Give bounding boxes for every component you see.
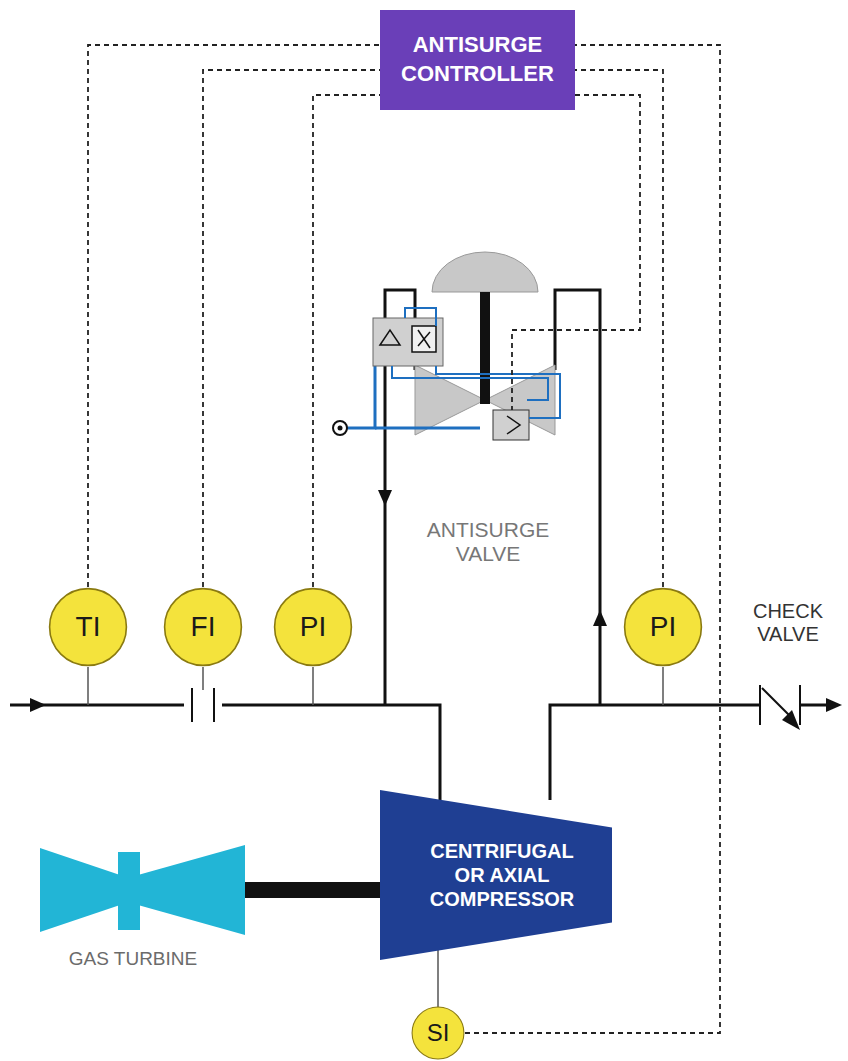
- instrument-bubble: TI: [48, 587, 128, 667]
- node-label: TI: [76, 611, 101, 643]
- instrument-bubble: PI: [623, 587, 703, 667]
- signal-line: [575, 70, 663, 587]
- node-label: ANTISURGE CONTROLLER: [380, 31, 575, 88]
- signal-line: [203, 70, 380, 587]
- node-label: FI: [191, 611, 216, 643]
- node-label: PI: [300, 611, 326, 643]
- orifice-plate: [184, 688, 222, 722]
- compressor-shape: CENTRIFUGAL OR AXIAL COMPRESSOR: [380, 790, 612, 960]
- flow-arrow: [593, 610, 607, 626]
- signal-line: [88, 45, 380, 587]
- flow-arrow: [378, 490, 392, 506]
- controller-box: ANTISURGE CONTROLLER: [380, 10, 575, 110]
- check-valve-symbol: [760, 685, 800, 730]
- instrument-bubble: PI: [273, 587, 353, 667]
- flow-arrow: [826, 698, 842, 712]
- valve-actuator: [432, 252, 538, 292]
- instrument-bubble: FI: [163, 587, 243, 667]
- piping: [10, 290, 835, 800]
- node-label: CENTRIFUGAL OR AXIAL COMPRESSOR: [397, 839, 595, 911]
- signal-line: [313, 95, 380, 587]
- flow-arrow: [30, 698, 46, 712]
- valve-positioner: [333, 308, 560, 440]
- node-label: SI: [427, 1019, 450, 1047]
- part-label: CHECK VALVE: [740, 600, 836, 646]
- signal-line: [512, 95, 640, 410]
- gas-turbine-symbol: [40, 845, 245, 935]
- node-label: PI: [650, 611, 676, 643]
- part-label: GAS TURBINE: [45, 948, 221, 970]
- shaft: [245, 882, 385, 898]
- instrument-bubble: SI: [411, 1006, 465, 1060]
- valve-stem: [480, 292, 490, 404]
- part-label: ANTISURGE VALVE: [400, 518, 576, 566]
